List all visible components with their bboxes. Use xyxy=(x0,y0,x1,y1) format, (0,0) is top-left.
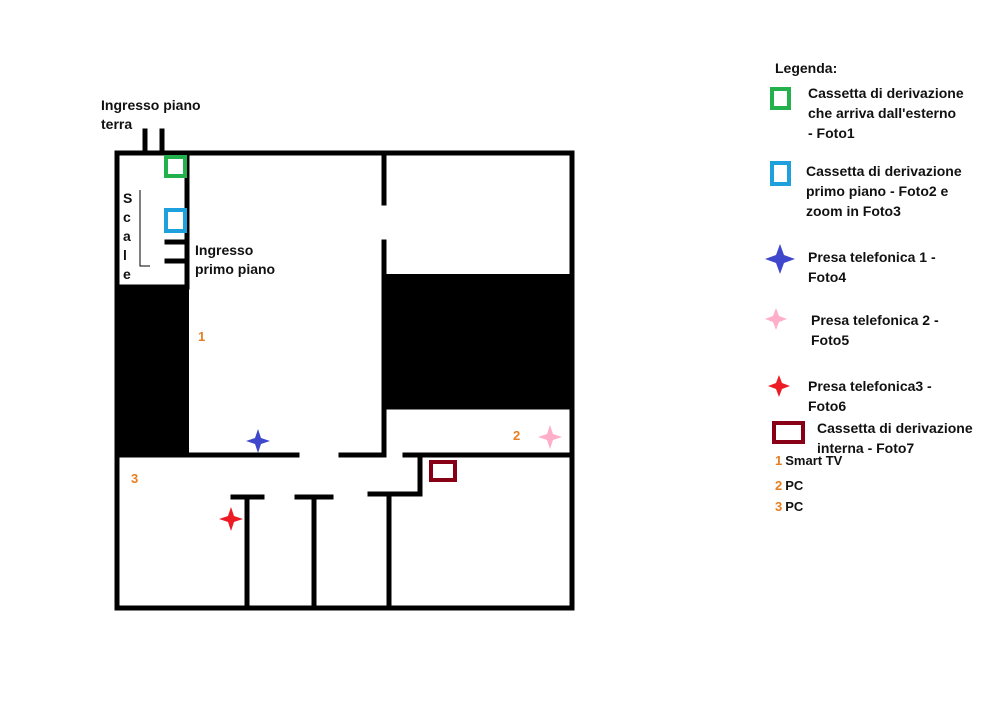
legend-device-number: 3 xyxy=(775,499,783,514)
legend-green-box-icon xyxy=(770,87,791,110)
ground-entrance-label: Ingresso piano terra xyxy=(101,97,201,132)
stairs-letter: c xyxy=(123,209,131,225)
legend-device-number: 2 xyxy=(775,478,783,493)
stairs-letter: e xyxy=(123,266,131,282)
red-phone-socket-icon xyxy=(219,507,243,531)
solid-block-left xyxy=(117,287,189,457)
legend-pink-star-icon xyxy=(765,308,787,330)
stairs-letter: l xyxy=(123,247,127,263)
legend-item-text: Presa telefonica 2 - Foto5 xyxy=(811,312,939,348)
legend-blue-box-icon xyxy=(770,161,791,186)
legend-device-name: PC xyxy=(785,478,804,493)
blue-junction-box-icon xyxy=(164,208,187,233)
room-number-2: 2 xyxy=(513,428,521,443)
solid-block-right xyxy=(386,274,572,407)
room-number-1: 1 xyxy=(198,329,206,344)
first-floor-entrance-label: Ingresso primo piano xyxy=(195,242,276,277)
legend-blue-star-icon xyxy=(765,244,795,274)
legend-title: Legenda: xyxy=(775,60,838,76)
stairs-letter: S xyxy=(123,190,133,206)
legend-device-number: 1 xyxy=(775,453,783,468)
green-junction-box-icon xyxy=(164,155,187,178)
blue-phone-socket-icon xyxy=(246,429,270,453)
legend-item-text: Presa telefonica3 - Foto6 xyxy=(808,378,932,414)
legend-device-name: PC xyxy=(785,499,804,514)
pink-phone-socket-icon xyxy=(538,425,562,449)
legend-item-text: Cassetta di derivazione che arriva dall'… xyxy=(808,85,964,141)
stairs-letter: a xyxy=(123,228,131,244)
stairs-line xyxy=(139,190,150,267)
legend-item-text: Cassetta di derivazione interna - Foto7 xyxy=(817,420,973,456)
legend-item-text: Presa telefonica 1 - Foto4 xyxy=(808,249,936,285)
legend-item-text: Cassetta di derivazione primo piano - Fo… xyxy=(806,163,962,219)
room-number-3: 3 xyxy=(131,471,139,486)
legend-device-name: Smart TV xyxy=(785,453,843,468)
legend-red-star-icon xyxy=(768,375,790,397)
outer-wall xyxy=(114,150,575,611)
darkred-junction-box-icon xyxy=(429,460,457,482)
legend-darkred-box-icon xyxy=(772,421,805,444)
